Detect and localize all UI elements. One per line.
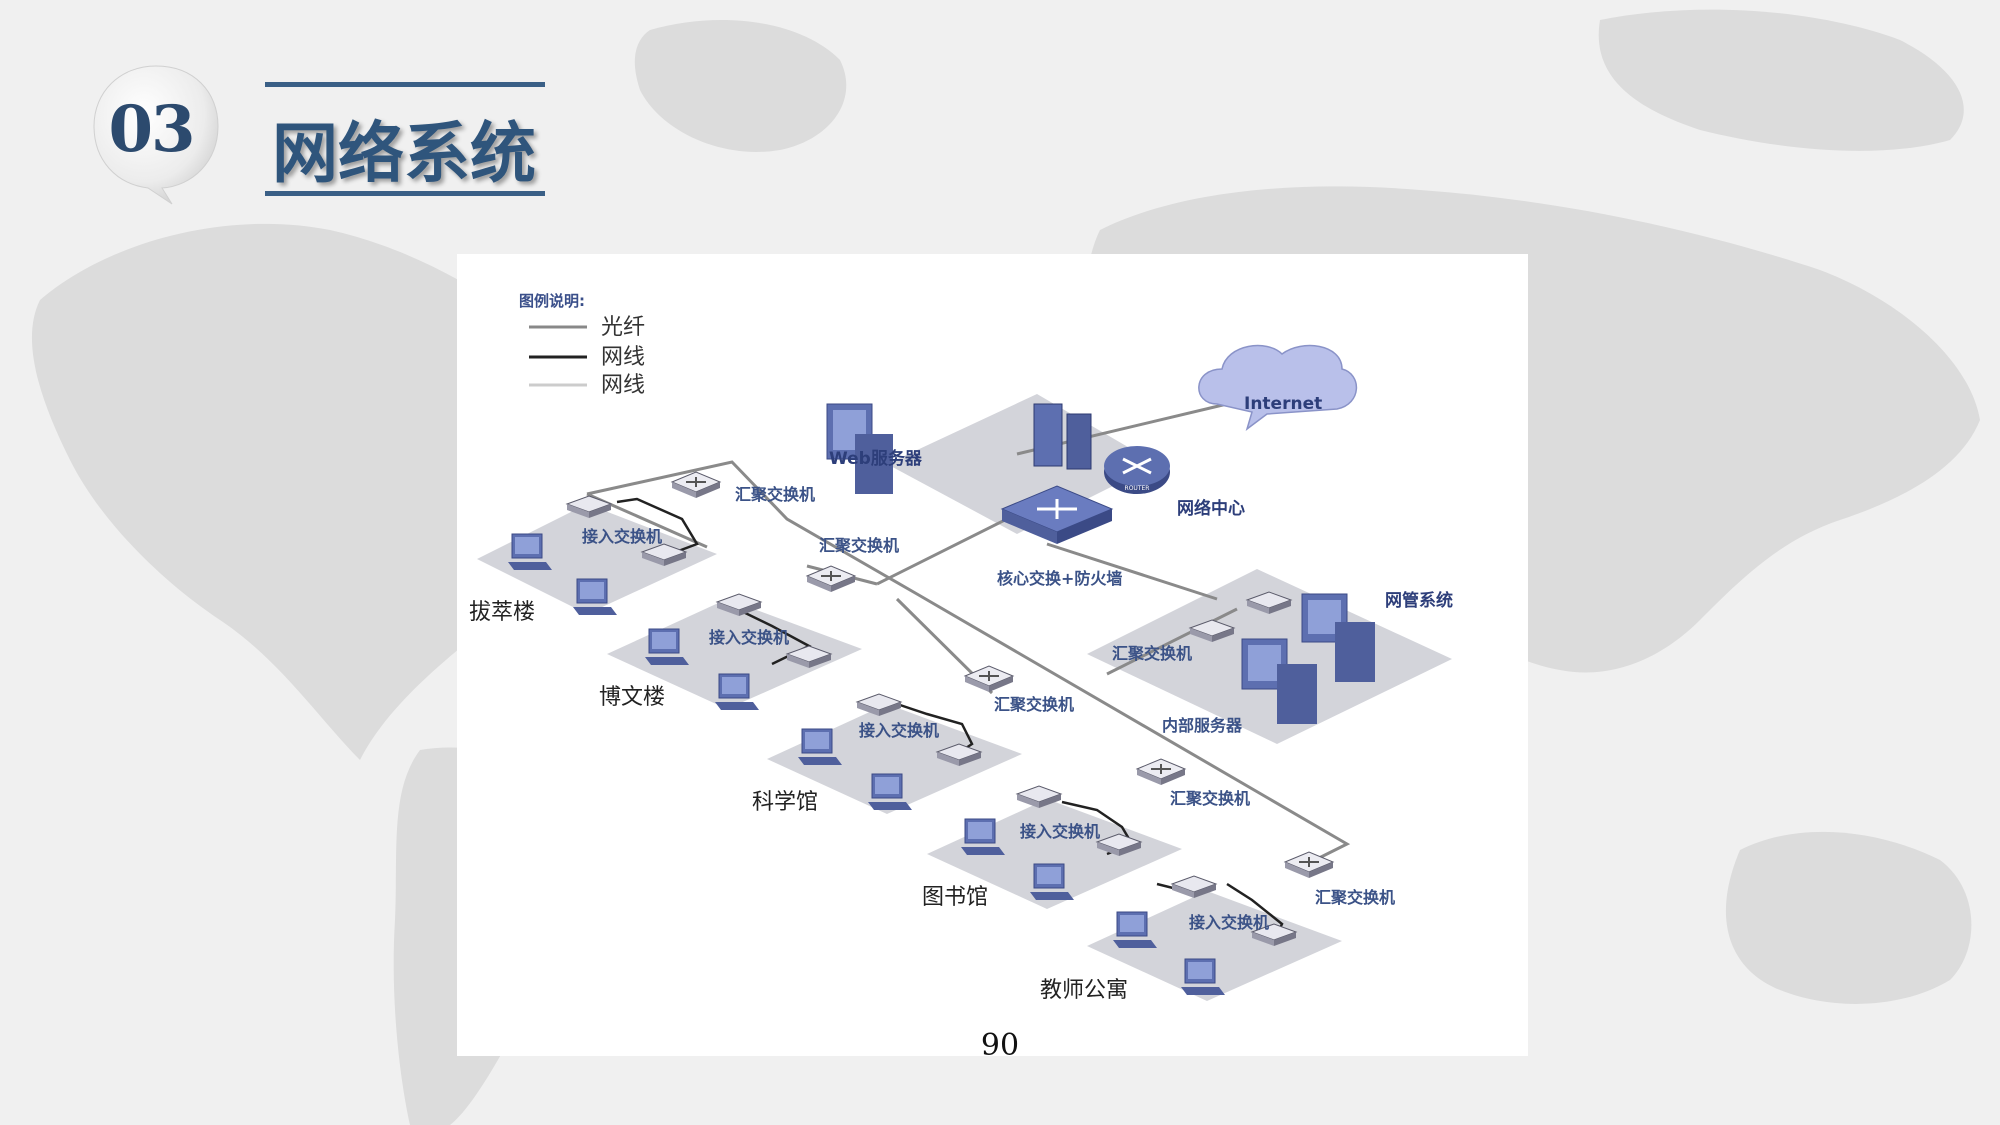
section-number: 03 xyxy=(108,92,195,167)
netmgmt-system xyxy=(1189,591,1375,724)
page-number: 90 xyxy=(980,1028,1020,1063)
netmgmt-workstation-icon xyxy=(1301,593,1375,682)
network-center-label: 网络中心 xyxy=(1177,498,1245,519)
building-label-1: 拔萃楼 xyxy=(469,600,535,625)
access-switch-label-5: 接入交换机 xyxy=(1189,913,1269,932)
access-switch-label-1: 接入交换机 xyxy=(582,527,662,546)
platform-jiaoshigongyu xyxy=(1087,891,1342,1001)
legend: 图例说明: 光纤 网线 网线 xyxy=(519,292,645,398)
legend-title: 图例说明: xyxy=(519,292,585,310)
internet-cloud-icon xyxy=(1198,344,1358,431)
core-switch-label: 核心交换+防火墙 xyxy=(997,569,1122,588)
router-label: ROUTER xyxy=(1125,485,1150,492)
legend-label-cable: 网线 xyxy=(601,345,645,370)
section-number-badge xyxy=(93,65,219,205)
page-title: 网络系统 xyxy=(272,115,536,192)
building-label-5: 教师公寓 xyxy=(1040,978,1128,1003)
building-label-4: 图书馆 xyxy=(922,885,988,910)
server-rack-icon xyxy=(1033,403,1092,470)
legend-label-cable-light: 网线 xyxy=(601,373,645,398)
access-switch-label-3: 接入交换机 xyxy=(859,721,939,740)
router-icon: ROUTER xyxy=(1104,446,1170,494)
title-top-rule xyxy=(265,82,545,87)
legend-label-fiber: 光纤 xyxy=(601,315,645,340)
agg-switch-label-5: 汇聚交换机 xyxy=(1315,888,1395,907)
network-diagram-panel: 图例说明: 光纤 网线 网线 xyxy=(457,254,1528,1056)
netmgmt-label: 网管系统 xyxy=(1385,590,1453,611)
platform-bowenlou xyxy=(607,599,862,709)
agg-switch-label-3: 汇聚交换机 xyxy=(994,695,1074,714)
core-switch-icon xyxy=(1000,485,1114,544)
internet-label: Internet xyxy=(1244,394,1322,414)
web-server-label: Web服务器 xyxy=(829,448,923,469)
platform-bacuilou xyxy=(477,504,717,614)
network-center: ROUTER xyxy=(826,403,1170,544)
building-label-3: 科学馆 xyxy=(752,790,818,815)
building-label-2: 博文楼 xyxy=(599,685,665,710)
web-server-monitor-icon xyxy=(826,403,893,494)
internal-server-label: 内部服务器 xyxy=(1162,716,1243,735)
network-topology-diagram: 图例说明: 光纤 网线 网线 xyxy=(469,292,1453,1003)
internal-server-icon xyxy=(1241,638,1317,724)
access-switch-label-4: 接入交换机 xyxy=(1020,822,1100,841)
agg-switch-label-1: 汇聚交换机 xyxy=(735,485,815,504)
agg-switch-label-2: 汇聚交换机 xyxy=(819,536,899,555)
access-switch-label-2: 接入交换机 xyxy=(709,628,789,647)
title-bottom-rule xyxy=(265,191,545,196)
netmgmt-switch-label: 汇聚交换机 xyxy=(1112,644,1192,663)
agg-switch-label-4: 汇聚交换机 xyxy=(1170,789,1250,808)
